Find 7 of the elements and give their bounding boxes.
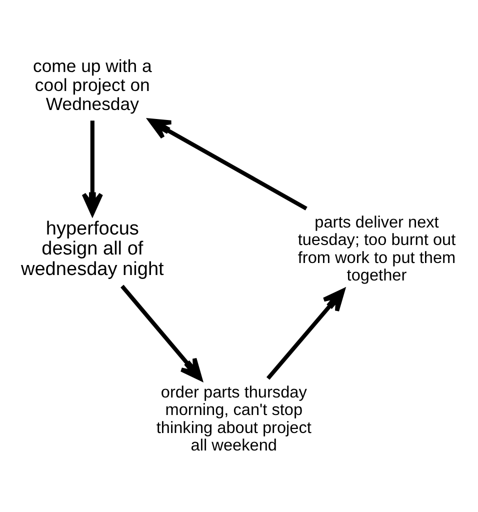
node-text: order parts thursday morning, can't stop thinking about project all weekend [156, 382, 312, 454]
node-text: come up with a cool project on Wednesday [32, 56, 152, 114]
arrow [120, 284, 202, 380]
node-text: parts deliver next tuesday; too burnt out from work to put them together [298, 212, 456, 284]
arrow [148, 118, 308, 210]
node-text: hyperfocus design all of wednesday night [20, 218, 164, 280]
arrow [266, 288, 345, 380]
